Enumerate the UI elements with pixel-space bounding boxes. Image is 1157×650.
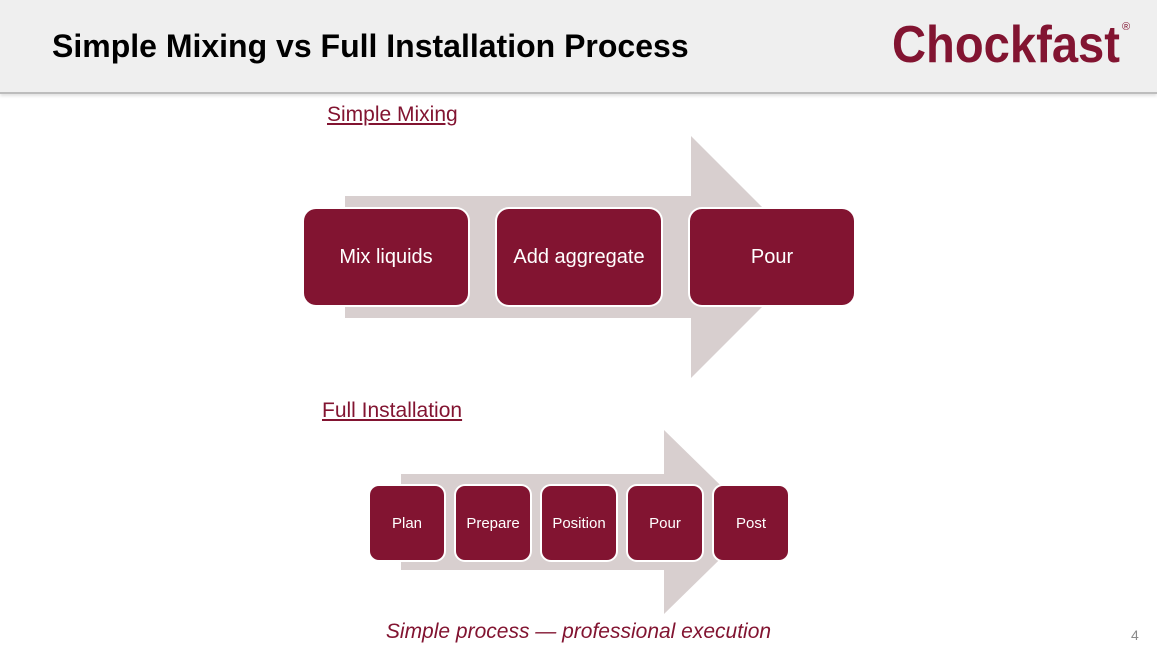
full-step-pour: Pour xyxy=(628,486,702,560)
chockfast-logo: Chockfast ® xyxy=(892,16,1130,72)
registered-mark: ® xyxy=(1122,21,1130,33)
simple-step-mix-liquids: Mix liquids xyxy=(304,209,468,305)
simple-mixing-label: Simple Mixing xyxy=(327,103,458,126)
slide-header: Simple Mixing vs Full Installation Proce… xyxy=(0,0,1157,94)
full-step-prepare: Prepare xyxy=(456,486,530,560)
simple-step-pour: Pour xyxy=(690,209,854,305)
page-number: 4 xyxy=(1131,627,1139,643)
tagline: Simple process — professional execution xyxy=(385,620,772,643)
slide-title: Simple Mixing vs Full Installation Proce… xyxy=(52,28,689,64)
full-step-plan: Plan xyxy=(370,486,444,560)
full-step-post: Post xyxy=(714,486,788,560)
full-installation-label: Full Installation xyxy=(322,399,463,422)
simple-step-add-aggregate: Add aggregate xyxy=(497,209,661,305)
logo-wordmark: Chockfast xyxy=(892,16,1120,72)
full-step-position: Position xyxy=(542,486,616,560)
